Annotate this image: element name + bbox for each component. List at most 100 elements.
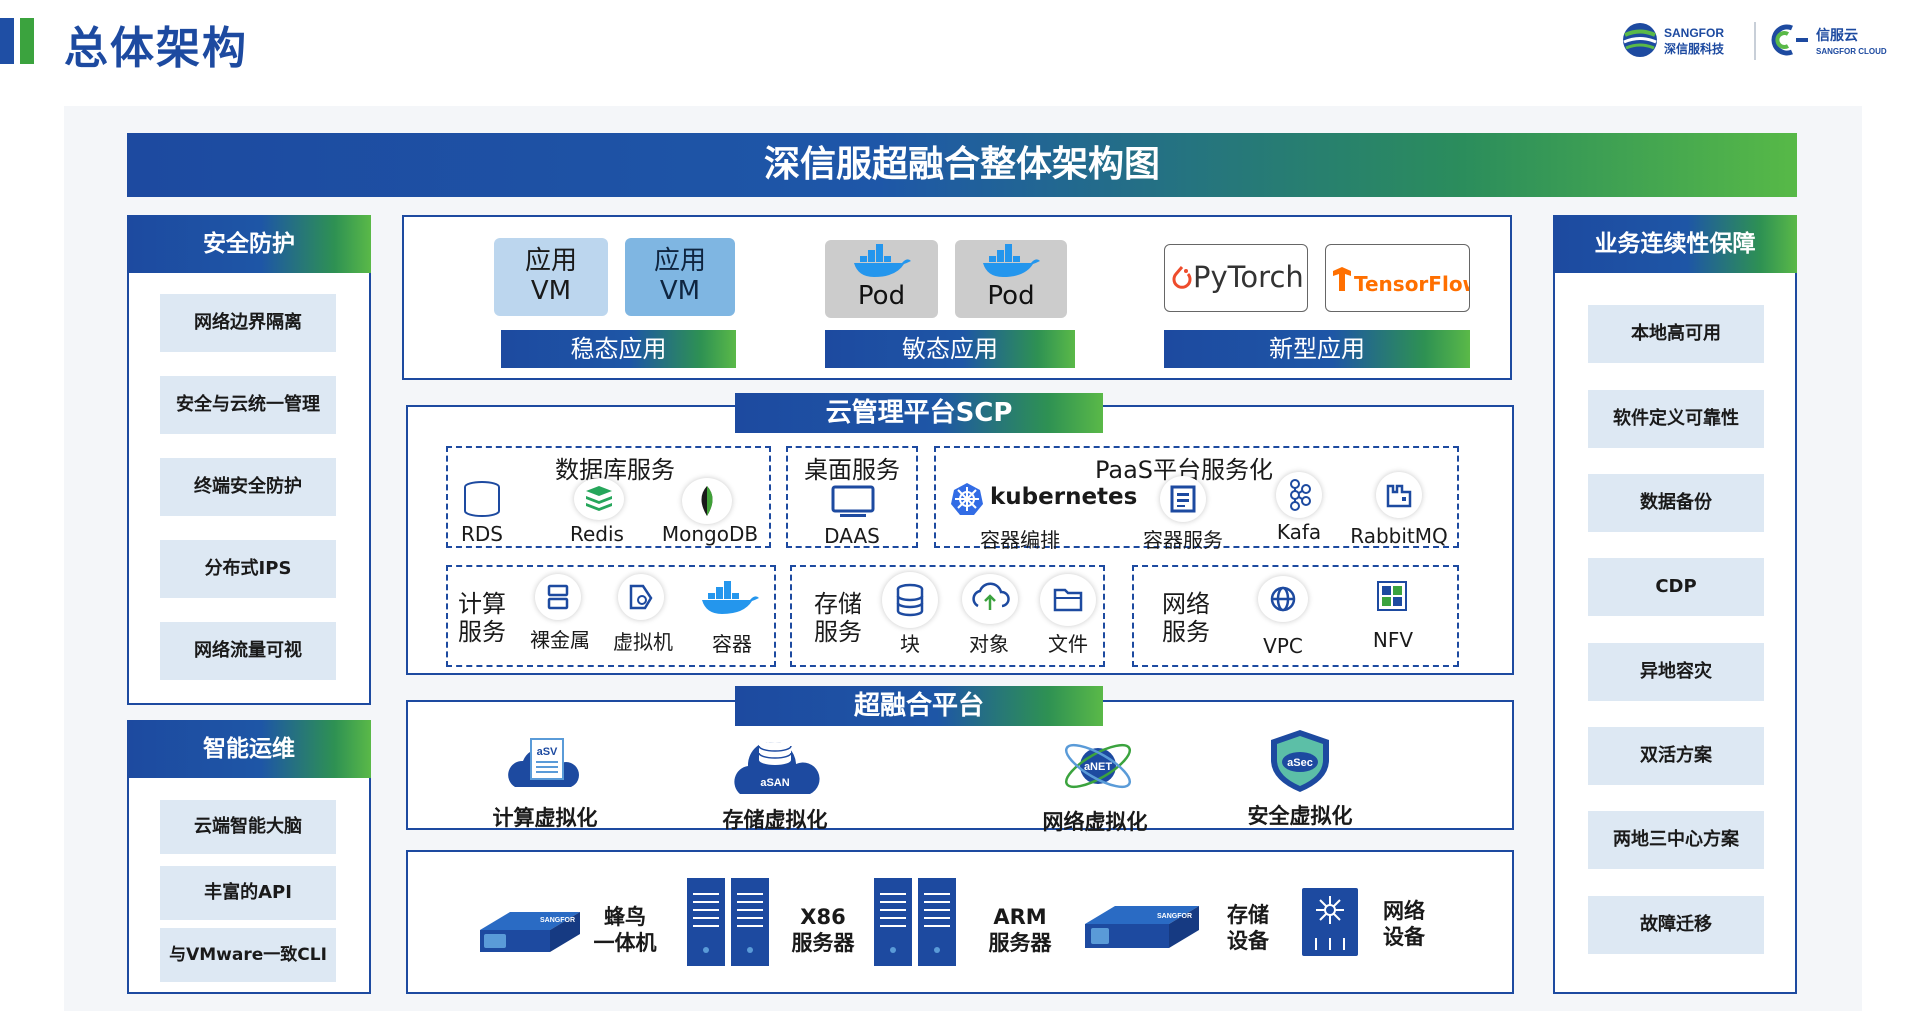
storage-service-title: 存储服务 <box>814 590 862 646</box>
virtual-machine-label: 虚拟机 <box>613 630 673 654</box>
kafka-label: Kafa <box>1276 520 1322 544</box>
logo-divider <box>1754 22 1756 60</box>
ops-item: 云端智能大脑 <box>160 800 336 854</box>
new-apps-label: 新型应用 <box>1164 330 1470 368</box>
security-item: 终端安全防护 <box>160 458 336 516</box>
hummingbird-appliance-label: 蜂鸟一体机 <box>593 905 657 955</box>
svg-text:aSV: aSV <box>537 746 558 758</box>
svg-text:SANGFOR: SANGFOR <box>1157 913 1192 920</box>
svg-text:SANGFOR: SANGFOR <box>1664 26 1724 40</box>
network-service-title: 网络服务 <box>1162 590 1210 646</box>
object-label: 对象 <box>969 632 1009 656</box>
pod-box: Pod <box>955 240 1067 318</box>
svg-text:aNET: aNET <box>1084 761 1112 773</box>
block-label: 块 <box>900 632 920 656</box>
ops-item: 丰富的API <box>160 866 336 920</box>
file-folder-icon <box>1040 574 1096 626</box>
docker-whale-icon <box>853 244 911 277</box>
svg-text:aSec: aSec <box>1287 757 1313 769</box>
network-virtualization-label: 网络虚拟化 <box>1042 810 1148 834</box>
rabbitmq-icon <box>1376 472 1422 518</box>
continuity-item: 双活方案 <box>1588 727 1764 785</box>
continuity-panel-title: 业务连续性保障 <box>1553 215 1797 273</box>
security-item: 网络边界隔离 <box>160 294 336 352</box>
cloud-logo-icon: 信服云 SANGFOR CLOUD <box>1771 24 1887 56</box>
rds-database-icon <box>464 481 500 517</box>
pytorch-flame-icon <box>1172 266 1192 289</box>
object-storage-cloud-icon <box>962 574 1018 624</box>
network-device-label: 网络设备 <box>1383 899 1425 949</box>
sangfor-cloud-logo: 信服云 SANGFOR CLOUD <box>1770 20 1920 60</box>
svg-text:深信服科技: 深信服科技 <box>1664 41 1725 56</box>
vpc-label: VPC <box>1263 634 1303 658</box>
network-switch-icon <box>1302 888 1358 956</box>
storage-device-label: 存储设备 <box>1227 903 1269 953</box>
anet-network-icon: aNET <box>1065 743 1131 789</box>
svg-text:SANGFOR: SANGFOR <box>540 917 575 924</box>
security-panel-title: 安全防护 <box>127 215 371 273</box>
continuity-item: 异地容灾 <box>1588 643 1764 701</box>
continuity-item: 数据备份 <box>1588 474 1764 532</box>
continuity-item: 软件定义可靠性 <box>1588 390 1764 448</box>
stable-apps-label: 稳态应用 <box>501 330 736 368</box>
rabbitmq-label: RabbitMQ <box>1350 524 1448 548</box>
arm-server-rack-icon <box>874 878 956 966</box>
sangfor-logo: SANGFOR 深信服科技 <box>1622 20 1742 60</box>
pytorch-logo-box: PyTorch <box>1164 244 1308 312</box>
svg-text:aSAN: aSAN <box>760 777 789 789</box>
vpc-globe-icon <box>1258 576 1308 622</box>
mongodb-leaf-icon <box>682 478 732 524</box>
header-accent-green <box>20 18 34 64</box>
sangfor-globe-icon: SANGFOR 深信服科技 <box>1623 23 1725 57</box>
storage-virtualization-label: 存储虚拟化 <box>722 808 828 832</box>
nfv-label: NFV <box>1372 628 1414 652</box>
asv-compute-icon: aSV <box>508 738 579 787</box>
security-item: 安全与云统一管理 <box>160 376 336 434</box>
bare-metal-server-icon <box>535 574 581 620</box>
ops-panel-title: 智能运维 <box>127 720 371 778</box>
kubernetes-wordmark: kubernetes <box>990 484 1138 510</box>
hci-platform-title: 超融合平台 <box>735 686 1103 726</box>
kubernetes-helm-icon <box>951 483 983 515</box>
header-accent-blue <box>0 18 14 64</box>
monitor-icon <box>831 485 875 517</box>
redis-label: Redis <box>570 522 624 546</box>
compute-service-title: 计算服务 <box>458 590 506 646</box>
desktop-service-title: 桌面服务 <box>804 456 900 484</box>
continuity-item: CDP <box>1588 558 1764 616</box>
rds-label: RDS <box>461 522 503 546</box>
security-item: 网络流量可视 <box>160 622 336 680</box>
security-item: 分布式IPS <box>160 540 336 598</box>
continuity-item: 故障迁移 <box>1588 896 1764 954</box>
bare-metal-label: 裸金属 <box>530 628 590 652</box>
kafka-icon <box>1276 472 1322 518</box>
nfv-icon <box>1377 581 1407 611</box>
block-storage-icon <box>882 572 938 628</box>
container-orchestration-label: 容器编排 <box>980 528 1060 552</box>
container-service-icon <box>1160 476 1206 522</box>
compute-service-group <box>446 565 776 667</box>
scp-title: 云管理平台SCP <box>735 393 1103 433</box>
x86-server-rack-icon <box>687 878 769 966</box>
daas-label: DAAS <box>824 524 880 548</box>
compute-virtualization-label: 计算虚拟化 <box>492 806 598 830</box>
docker-container-icon <box>702 581 759 614</box>
database-service-title: 数据库服务 <box>555 456 675 484</box>
asan-storage-icon: aSAN <box>734 733 820 794</box>
diagram-banner-title: 深信服超融合整体架构图 <box>127 133 1797 197</box>
agile-apps-label: 敏态应用 <box>825 330 1075 368</box>
storage-device-icon: SANGFOR <box>1085 906 1199 948</box>
hummingbird-appliance-icon: SANGFOR <box>480 912 580 952</box>
page-title: 总体架构 <box>64 23 248 74</box>
svg-text:SANGFOR CLOUD: SANGFOR CLOUD <box>1816 47 1887 56</box>
asec-security-shield-icon: aSec <box>1271 730 1329 792</box>
container-label: 容器 <box>712 632 752 656</box>
continuity-item: 两地三中心方案 <box>1588 811 1764 869</box>
virtual-machine-icon <box>618 574 664 620</box>
security-virtualization-label: 安全虚拟化 <box>1247 804 1353 828</box>
tensorflow-icon <box>1333 267 1351 291</box>
